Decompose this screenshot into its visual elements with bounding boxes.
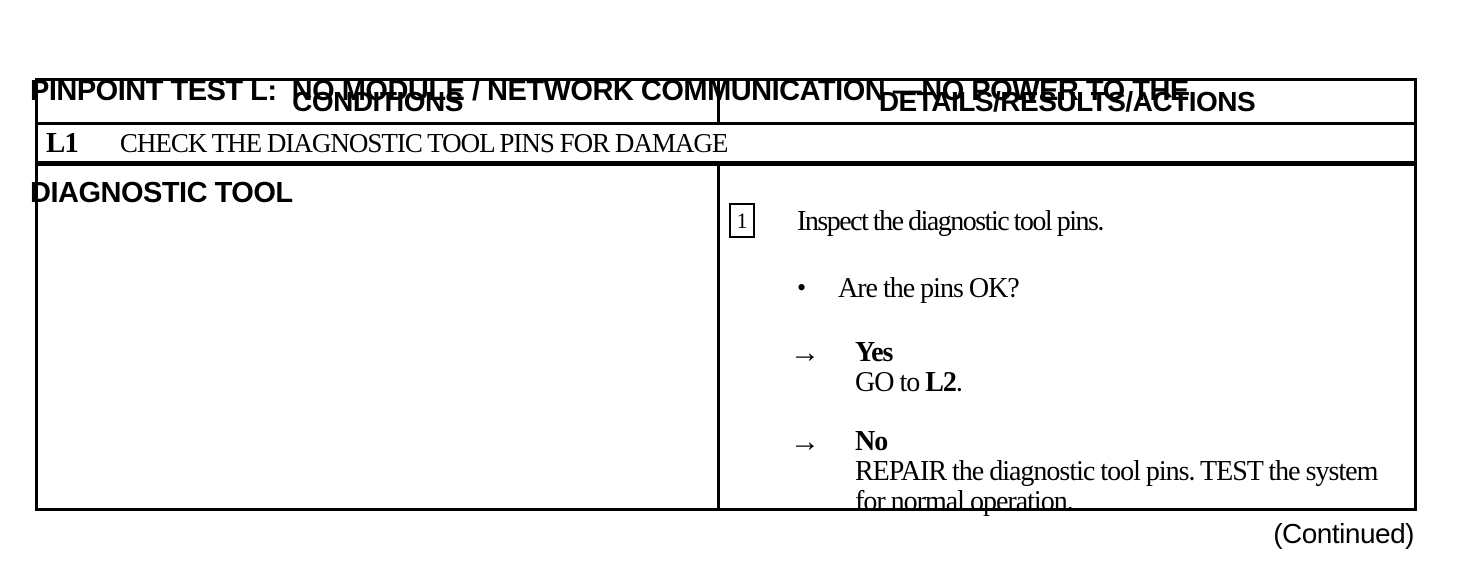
step-number-box: 1 xyxy=(729,203,755,238)
yes-action-prefix: GO to xyxy=(855,367,926,398)
yes-branch: → Yes GO to L2. xyxy=(720,336,1414,398)
no-branch: → No REPAIR the diagnostic tool pins. TE… xyxy=(720,425,1414,517)
header-cell-details: DETAILS/RESULTS/ACTIONS xyxy=(878,85,1256,117)
question-text: Are the pins OK? xyxy=(838,273,1020,304)
arrow-right-icon: → xyxy=(790,425,820,458)
yes-action-suffix: . xyxy=(955,367,963,398)
step-instruction-text: Inspect the diagnostic tool pins. xyxy=(797,206,1104,237)
yes-branch-text: Yes GO to L2. xyxy=(855,338,1400,398)
yes-action: GO to L2. xyxy=(855,368,1400,398)
bullet-icon: • xyxy=(797,273,807,302)
test-step-row: L1 CHECK THE DIAGNOSTIC TOOL PINS FOR DA… xyxy=(38,125,1414,166)
header-cell-conditions: CONDITIONS xyxy=(38,81,720,122)
continued-note: (Continued) xyxy=(1273,518,1414,549)
yes-label: Yes xyxy=(855,337,893,368)
no-branch-text: No REPAIR the diagnostic tool pins. TEST… xyxy=(855,427,1400,517)
pinpoint-test-table: CONDITIONS DETAILS/RESULTS/ACTIONS L1 CH… xyxy=(35,78,1417,517)
arrow-right-icon: → xyxy=(790,336,820,369)
table-header-row: CONDITIONS DETAILS/RESULTS/ACTIONS xyxy=(38,81,1414,125)
no-action: REPAIR the diagnostic tool pins. TEST th… xyxy=(855,456,1378,517)
step-id: L1 xyxy=(46,126,79,159)
table-body-row: 1 Inspect the diagnostic tool pins. • Ar… xyxy=(38,166,1414,517)
details-cell: 1 Inspect the diagnostic tool pins. • Ar… xyxy=(720,166,1414,517)
yes-action-target: L2 xyxy=(925,367,957,398)
no-label: No xyxy=(855,426,888,457)
step-title: CHECK THE DIAGNOSTIC TOOL PINS FOR DAMAG… xyxy=(119,127,729,158)
page-title-line2: DIAGNOSTIC TOOL xyxy=(30,177,293,209)
conditions-cell-empty xyxy=(38,166,720,508)
